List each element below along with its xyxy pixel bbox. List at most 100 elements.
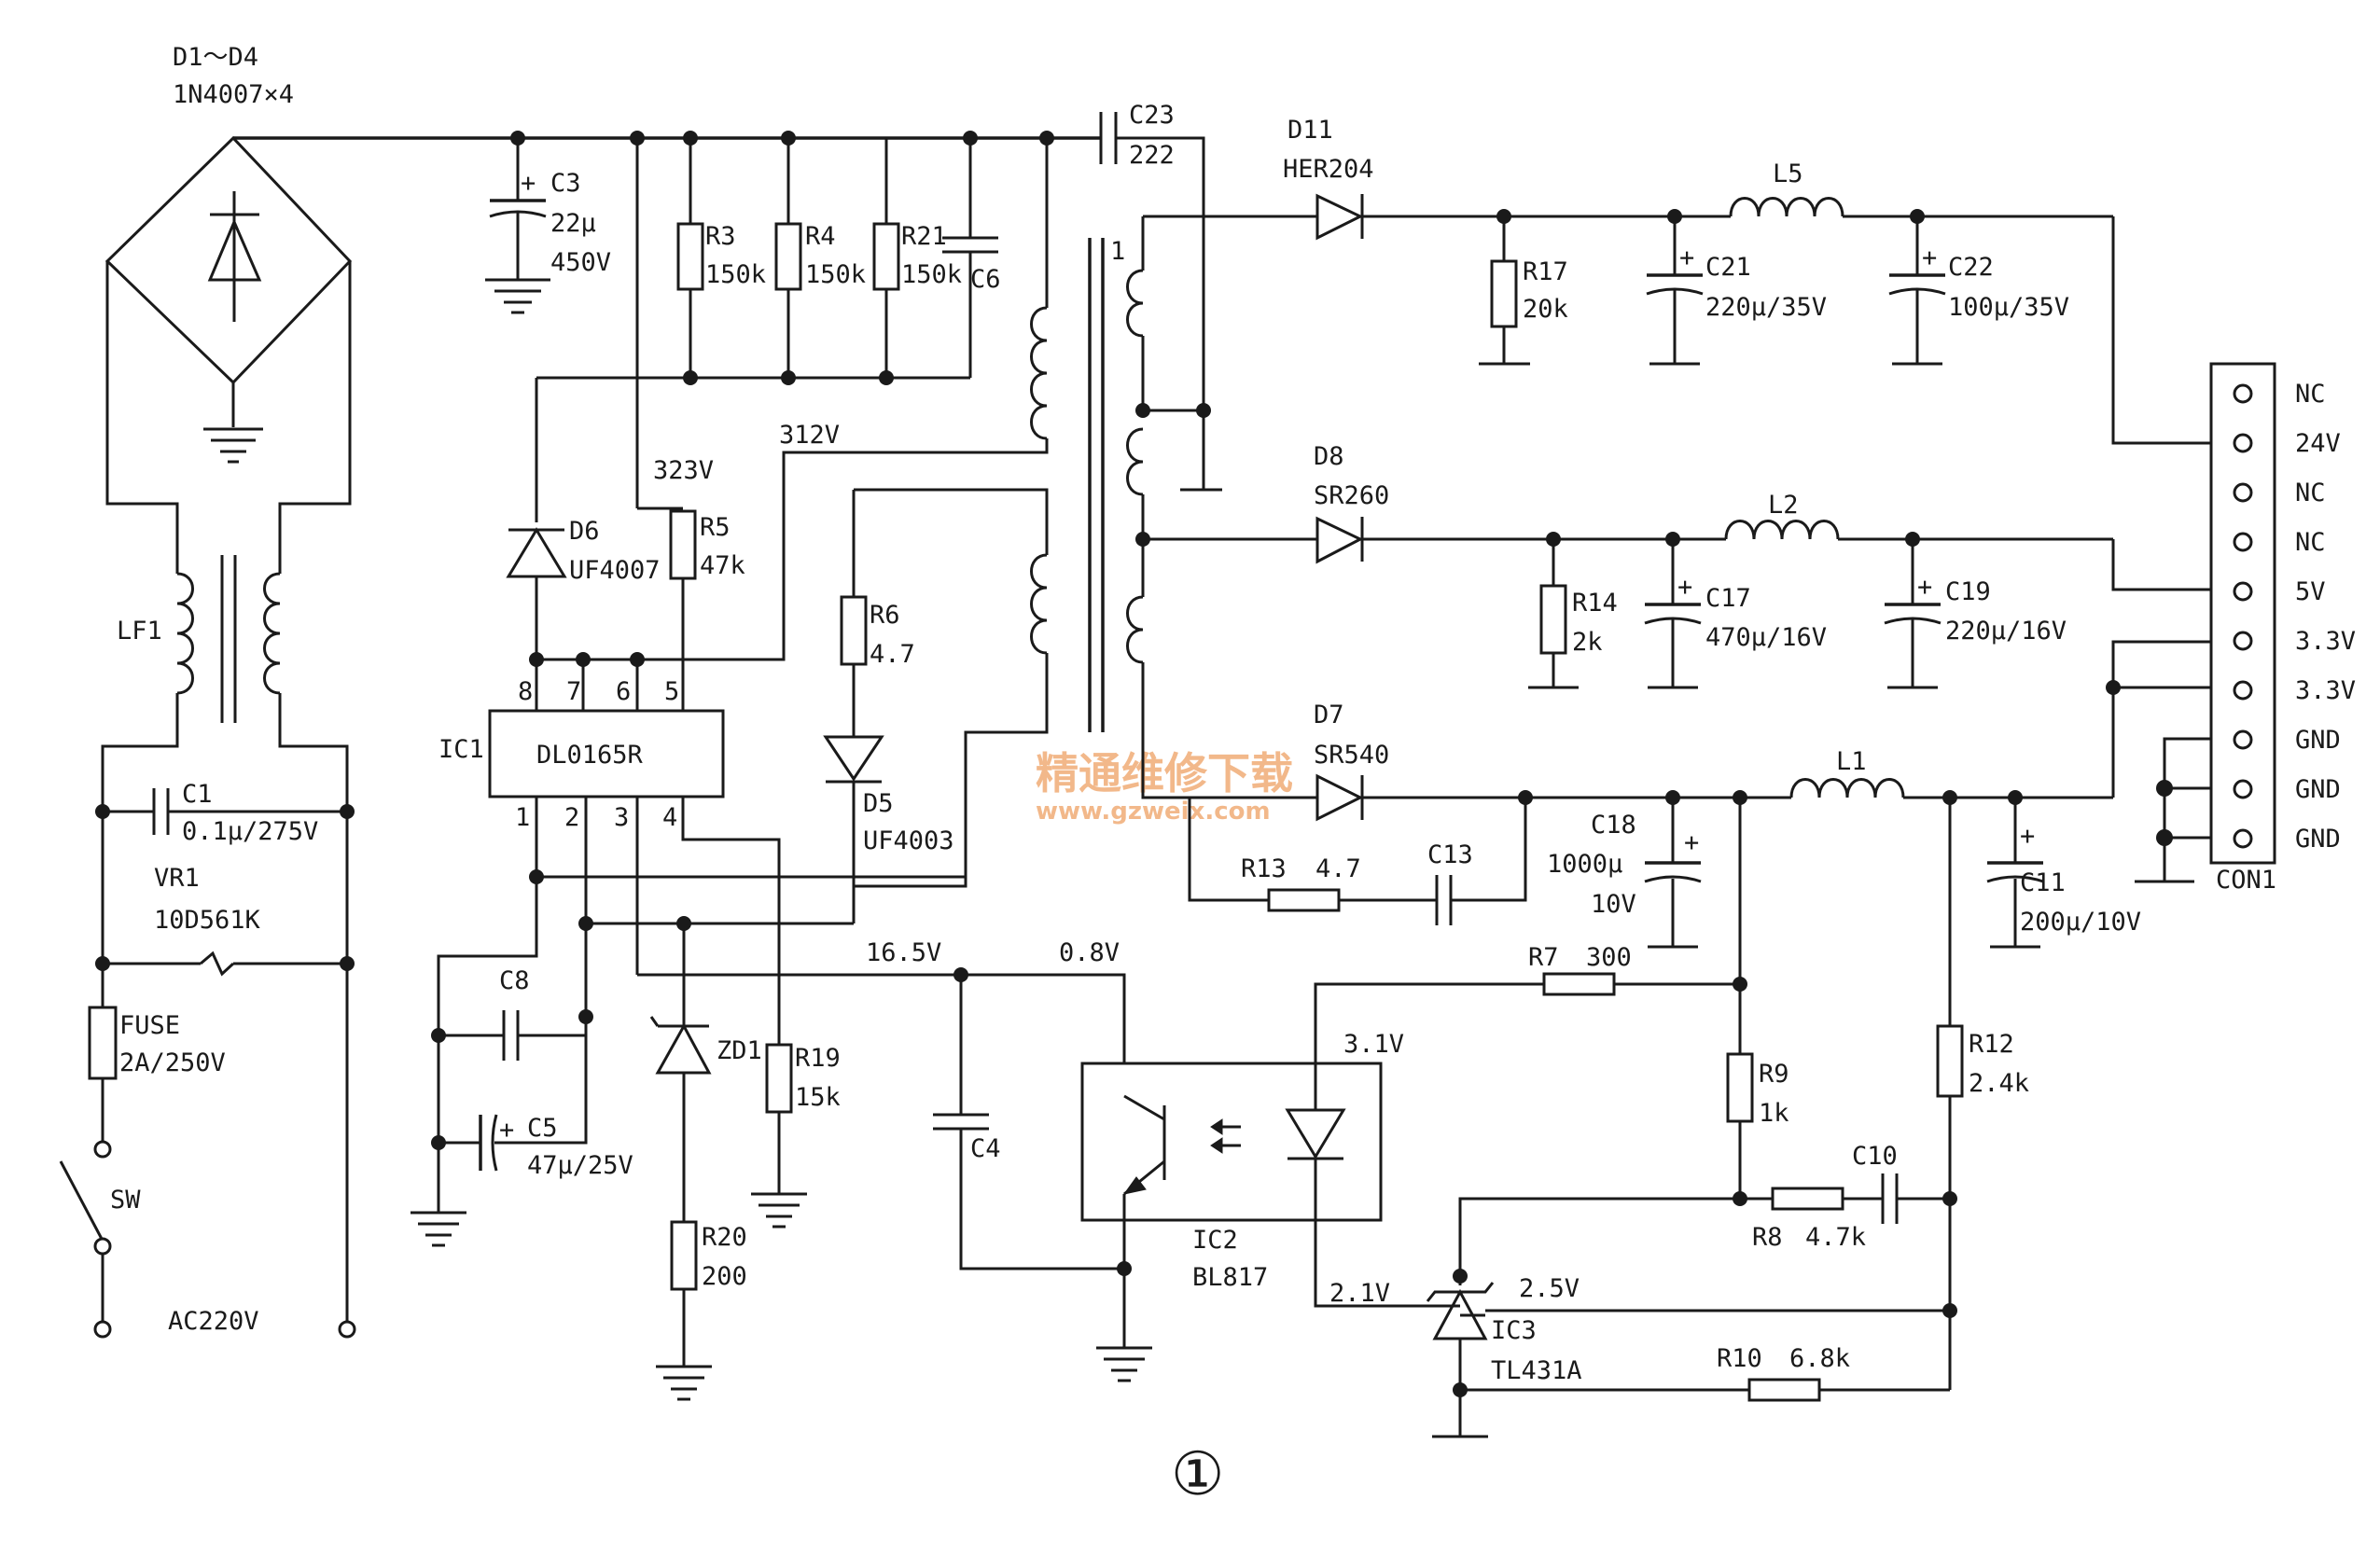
r14-label: R14 [1572,589,1618,618]
r7-value: 300 [1586,943,1632,972]
connector-pin-7 [2233,680,2253,701]
connector-pin-3 [2233,482,2253,503]
r6-value: 4.7 [870,640,915,669]
d5-part: UF4003 [863,826,954,855]
vr1-value: 10D561K [154,906,261,935]
connector-pin-label-4: NC [2295,528,2326,557]
connector-pin-label-2: 24V [2295,429,2341,458]
c3-value1: 22μ [550,209,596,238]
connector-pin-4 [2233,532,2253,552]
connector-pin-8 [2233,729,2253,750]
c4-label: C4 [970,1134,1001,1163]
l5-label: L5 [1773,160,1803,188]
r13-label: R13 [1241,854,1287,883]
connector-pin-label-1: NC [2295,380,2326,409]
fuse-value: 2A/250V [119,1048,226,1077]
ic3-label: IC3 [1491,1316,1537,1345]
c1-value: 0.1μ/275V [182,817,318,846]
c18-value2: 10V [1591,890,1636,919]
r5-label: R5 [700,513,731,542]
svg-text:+: + [1684,828,1699,857]
vr1-label: VR1 [154,864,200,893]
r3-value: 150k [705,260,766,289]
v323-label: 323V [653,456,714,485]
r4-label: R4 [805,222,836,251]
d7-label: D7 [1314,701,1344,729]
d11-part: HER204 [1283,155,1374,184]
c21-value: 220μ/35V [1705,293,1827,322]
switch-label: SW [110,1186,141,1215]
c19-value: 220μ/16V [1945,617,2067,646]
c22-label: C22 [1948,253,1994,282]
r12-value: 2.4k [1969,1069,2029,1098]
c10-label: C10 [1852,1142,1898,1171]
common-mode-choke-lf1 [176,555,281,723]
ic1-pin4: 4 [662,803,677,832]
ic2-optocoupler [1080,1062,1383,1222]
r17-value: 20k [1523,295,1568,324]
svg-text:+: + [499,1116,514,1145]
ic1-part: DL0165R [536,741,644,770]
watermark-text: 精通维修下载 [1036,748,1293,798]
c23-label: C23 [1129,101,1175,130]
ac-label: AC220V [168,1307,259,1336]
v2-5-label: 2.5V [1519,1274,1580,1303]
capacitor-c3: + [485,138,550,314]
r14-value: 2k [1572,628,1603,657]
connector-pin-label-3: NC [2295,479,2326,507]
c8-label: C8 [499,966,530,995]
d6-label: D6 [569,517,600,546]
r20-value: 200 [702,1262,747,1291]
c6-label: C6 [970,265,1001,294]
c3-label: C3 [550,169,581,198]
connector-pin-5 [2233,581,2253,602]
r7-label: R7 [1528,943,1559,972]
c22-value: 100μ/35V [1948,293,2069,322]
ic1-pin1: 1 [515,803,530,832]
r13-value: 4.7 [1315,854,1361,883]
connector-pin-label-6: 3.3V [2295,627,2356,656]
c17-value: 470μ/16V [1705,623,1827,652]
r21-label: R21 [901,222,947,251]
r17-label: R17 [1523,257,1568,286]
ic1-label: IC1 [438,735,484,764]
v3-1-label: 3.1V [1343,1030,1404,1059]
d5-label: D5 [863,789,894,818]
ic1-pin5: 5 [664,677,679,706]
c11-label: C11 [2020,868,2066,897]
v16-5-label: 16.5V [866,938,941,967]
ic1-chip [488,709,725,798]
svg-text:+: + [1677,573,1692,602]
watermark-url: www.gzweix.com [1036,798,1271,826]
connector-pin-10 [2233,828,2253,849]
r8-value: 4.7k [1805,1223,1866,1252]
r19-label: R19 [795,1044,841,1073]
bridge-rectifier [104,135,353,464]
c1-label: C1 [182,780,213,809]
lf1-label: LF1 [117,617,162,646]
c23-value: 222 [1129,141,1175,170]
connector-pin-label-5: 5V [2295,577,2326,606]
connector-pin-1 [2233,383,2253,404]
v312-label: 312V [779,421,840,450]
c18-value1: 1000μ [1547,850,1622,879]
r6-label: R6 [870,601,900,630]
r3-label: R3 [705,222,736,251]
connector-pin-9 [2233,779,2253,799]
d7-part: SR540 [1314,741,1389,770]
v0-8-label: 0.8V [1059,938,1120,967]
c5-label: C5 [527,1114,558,1143]
c13-label: C13 [1427,840,1473,869]
r19-value: 15k [795,1083,841,1112]
l2-label: L2 [1768,491,1799,520]
d11-label: D11 [1287,116,1333,145]
c17-label: C17 [1705,584,1751,613]
fuse-label: FUSE [119,1011,180,1040]
r5-value: 47k [700,551,745,580]
connector-pin-6 [2233,631,2253,651]
svg-text:+: + [521,169,536,198]
c19-label: C19 [1945,577,1991,606]
ic1-pin6: 6 [616,677,631,706]
